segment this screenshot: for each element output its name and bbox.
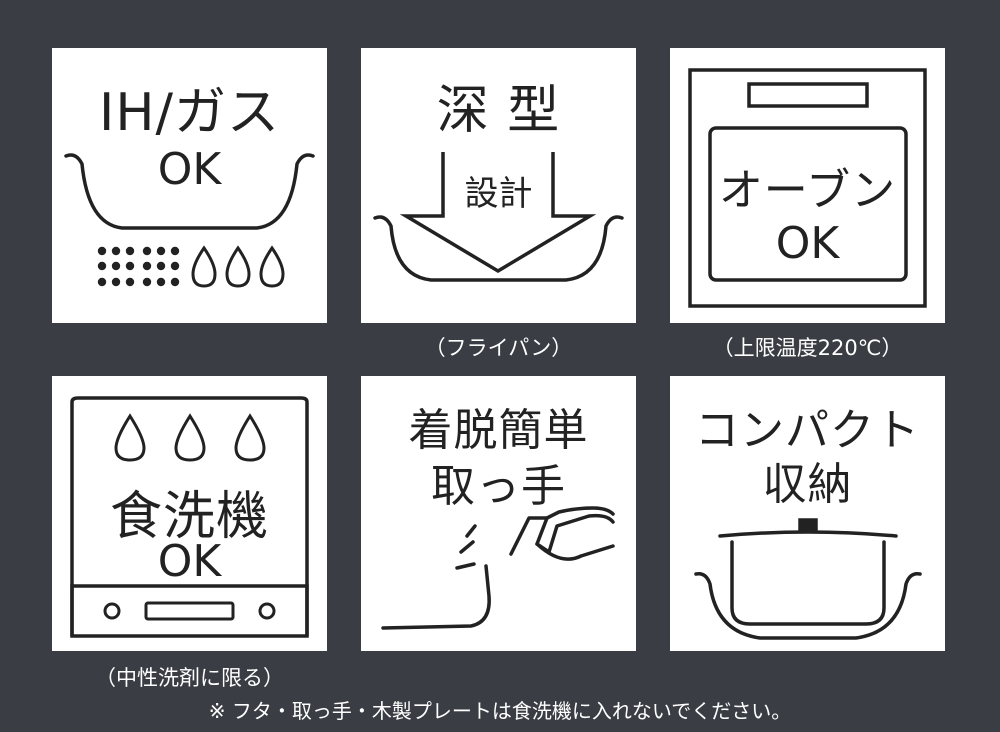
hand-gripping-handle-icon: [381, 506, 615, 630]
ih-gas-title: IH/ガス: [99, 83, 280, 143]
oven-caption: （上限温度220℃）: [712, 336, 903, 360]
ih-dots-icon: [97, 246, 180, 287]
frying-pan-icon: [64, 153, 315, 230]
ih-gas-ok-tile: IH/ガス OK: [52, 48, 327, 323]
handle-line2: 取っ手: [431, 461, 566, 512]
oven-icon: [688, 68, 927, 308]
deep-caption: （フライパン）: [424, 336, 573, 360]
compact-storage-tile: コンパクト 収納: [670, 376, 945, 651]
handle-line1: 着脱簡単: [408, 405, 589, 456]
deep-title: 深 型: [436, 81, 561, 141]
dishwasher-caption: （中性洗剤に限る）: [95, 666, 284, 690]
ih-gas-ok-label: OK: [157, 144, 222, 195]
footnote: ※ フタ・取っ手・木製プレートは食洗機に入れないでください。: [208, 699, 792, 723]
water-drop-icon: [114, 413, 266, 462]
dishwasher-ok-label: OK: [157, 536, 222, 587]
down-arrow-icon: [399, 152, 597, 274]
dishwasher-title: 食洗機: [109, 487, 269, 547]
deep-design-tile: 深 型 設計: [361, 48, 636, 323]
oven-ok-tile: オーブン OK: [670, 48, 945, 323]
detachable-handle-tile: 着脱簡単 取っ手: [361, 376, 636, 651]
compact-line1: コンパクト: [695, 405, 920, 456]
oven-ok-label: OK: [775, 218, 840, 269]
pot-with-lid-icon: [694, 518, 922, 640]
dishwasher-icon: [70, 396, 309, 638]
gas-flame-icon: [191, 245, 285, 288]
dishwasher-ok-tile: 食洗機 OK: [52, 376, 327, 651]
compact-line2: 収納: [762, 459, 853, 510]
dishwasher-panel-icon: [103, 601, 276, 621]
oven-title: オーブン: [718, 165, 897, 216]
deep-sub-label: 設計: [464, 174, 533, 214]
deep-pan-icon: [373, 215, 624, 282]
